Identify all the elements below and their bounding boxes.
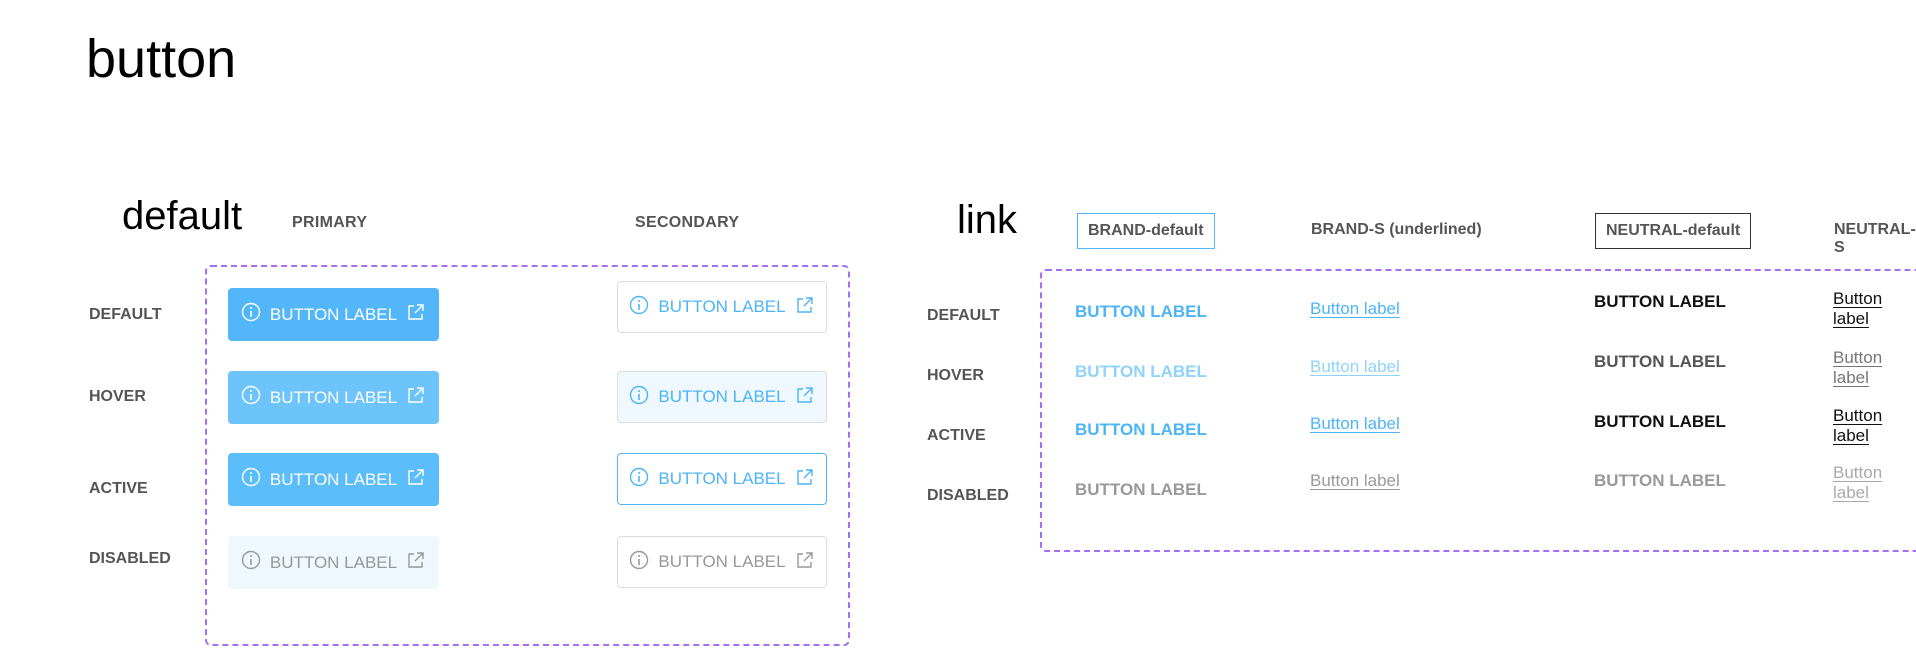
link-brand-default-disabled[interactable]: BUTTON LABEL: [1075, 480, 1207, 499]
states-frame: [205, 265, 850, 646]
link-neutral-s-default[interactable]: Button label: [1833, 289, 1883, 328]
column-primary: PRIMARY: [292, 214, 368, 231]
button-label: BUTTON LABEL: [269, 552, 398, 572]
secondary-button-disabled[interactable]: BUTTON LABEL: [617, 536, 827, 588]
link-brand-default-hover[interactable]: BUTTON LABEL: [1075, 362, 1207, 381]
row-label-default: DEFAULT: [89, 306, 162, 323]
row-label-hover: HOVER: [89, 388, 146, 405]
external-link-icon: [795, 467, 815, 492]
link-neutral-default-default[interactable]: BUTTON LABEL: [1594, 292, 1726, 311]
info-icon: [241, 467, 261, 492]
button-label: BUTTON LABEL: [658, 552, 786, 571]
button-label: BUTTON LABEL: [269, 304, 398, 324]
link-brand-default-default[interactable]: BUTTON LABEL: [1075, 302, 1207, 321]
link-row-label-default: DEFAULT: [927, 307, 1000, 324]
section-title-default: default: [122, 194, 243, 238]
secondary-button-active[interactable]: BUTTON LABEL: [617, 453, 827, 505]
page-title: button: [86, 29, 237, 89]
external-link-icon: [795, 385, 815, 410]
section-title-link: link: [957, 198, 1018, 242]
link-brand-s-hover[interactable]: Button label: [1310, 357, 1400, 376]
info-icon: [241, 550, 261, 575]
link-brand-default-active[interactable]: BUTTON LABEL: [1075, 420, 1207, 439]
column-brand-default: BRAND-default: [1077, 213, 1215, 249]
link-row-label-hover: HOVER: [927, 367, 984, 384]
external-link-icon: [795, 295, 815, 320]
external-link-icon: [406, 467, 426, 492]
primary-button-hover[interactable]: BUTTON LABEL: [228, 371, 439, 424]
secondary-button-hover[interactable]: BUTTON LABEL: [617, 371, 827, 423]
row-label-disabled: DISABLED: [89, 550, 171, 567]
button-label: BUTTON LABEL: [269, 469, 398, 489]
link-neutral-s-disabled[interactable]: Button label: [1833, 463, 1883, 502]
link-row-label-disabled: DISABLED: [927, 487, 1009, 504]
link-brand-s-default[interactable]: Button label: [1310, 299, 1400, 318]
info-icon: [241, 385, 261, 410]
button-label: BUTTON LABEL: [658, 297, 786, 316]
column-neutral-default: NEUTRAL-default: [1595, 213, 1752, 249]
info-icon: [629, 550, 649, 575]
primary-button-disabled[interactable]: BUTTON LABEL: [228, 536, 439, 589]
primary-button-default[interactable]: BUTTON LABEL: [228, 288, 439, 341]
link-brand-s-disabled[interactable]: Button label: [1310, 471, 1400, 490]
column-secondary: SECONDARY: [635, 214, 740, 231]
info-icon: [629, 385, 649, 410]
external-link-icon: [406, 302, 426, 327]
button-label: BUTTON LABEL: [658, 469, 786, 488]
link-neutral-default-hover[interactable]: BUTTON LABEL: [1594, 352, 1726, 371]
button-label: BUTTON LABEL: [658, 387, 786, 406]
column-brand-s: BRAND-S (underlined): [1311, 221, 1482, 238]
link-neutral-s-hover[interactable]: Button label: [1833, 348, 1883, 387]
primary-button-active[interactable]: BUTTON LABEL: [228, 453, 439, 506]
link-neutral-default-disabled[interactable]: BUTTON LABEL: [1594, 471, 1726, 490]
row-label-active: ACTIVE: [89, 480, 148, 497]
external-link-icon: [406, 385, 426, 410]
link-states-frame: [1040, 269, 1916, 552]
link-row-label-active: ACTIVE: [927, 427, 986, 444]
column-neutral-s: NEUTRAL-S: [1834, 221, 1916, 256]
info-icon: [241, 302, 261, 327]
external-link-icon: [406, 550, 426, 575]
button-label: BUTTON LABEL: [269, 387, 398, 407]
external-link-icon: [795, 550, 815, 575]
secondary-button-default[interactable]: BUTTON LABEL: [617, 281, 827, 333]
info-icon: [629, 295, 649, 320]
info-icon: [629, 467, 649, 492]
link-neutral-s-active[interactable]: Button label: [1833, 406, 1883, 445]
link-neutral-default-active[interactable]: BUTTON LABEL: [1594, 412, 1726, 431]
link-brand-s-active[interactable]: Button label: [1310, 414, 1400, 433]
